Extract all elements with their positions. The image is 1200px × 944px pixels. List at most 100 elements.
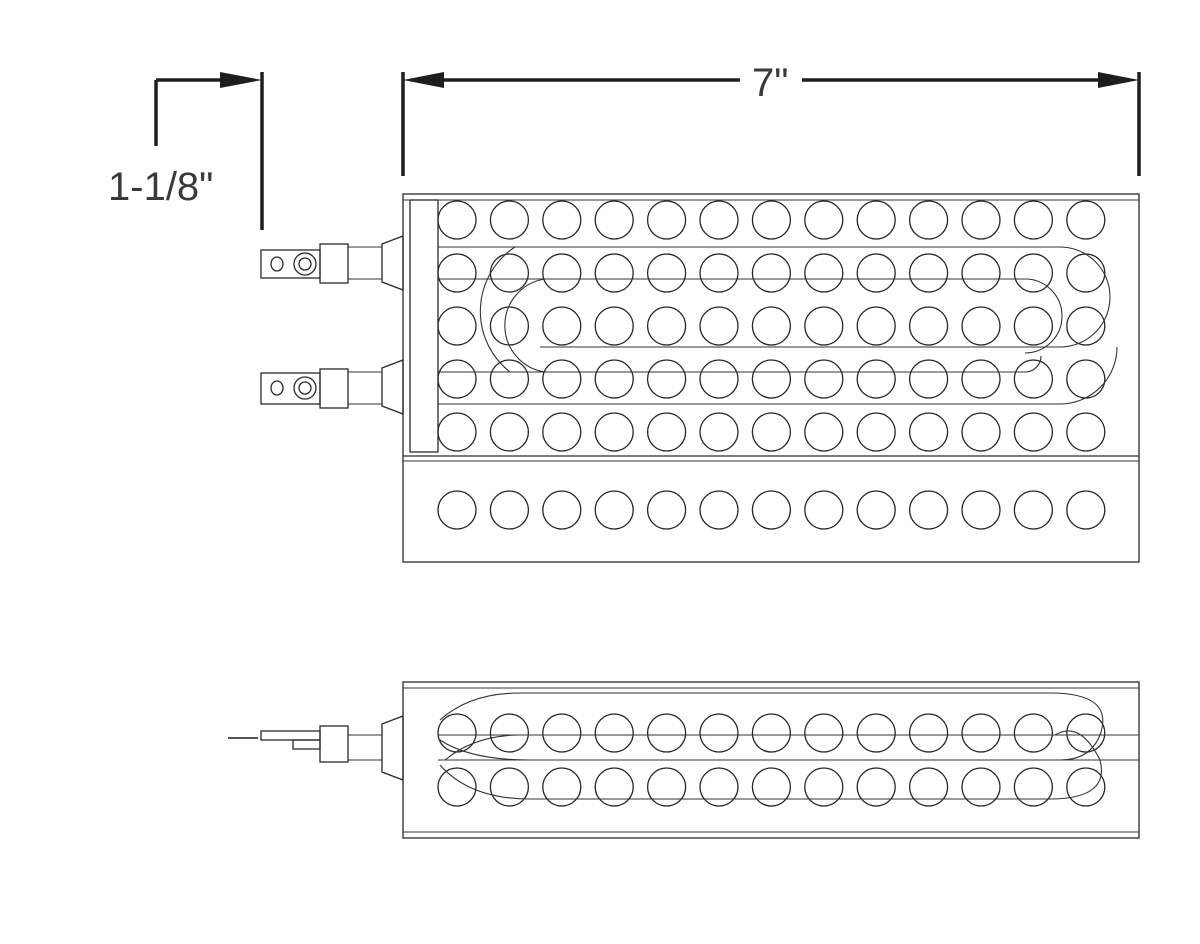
side-terminal-collar <box>319 725 349 763</box>
terminal-lower-lug <box>260 372 321 405</box>
vent-hole <box>751 412 792 452</box>
vent-hole <box>751 713 792 753</box>
vent-hole <box>437 306 477 346</box>
top-view-hole-grid <box>437 200 1106 452</box>
terminal-mounting-bracket <box>409 199 439 453</box>
vent-hole <box>489 767 530 807</box>
side-terminal-lug <box>260 730 321 741</box>
vent-hole <box>594 767 634 807</box>
vent-hole <box>1013 412 1054 452</box>
vent-hole <box>804 490 844 530</box>
vent-hole <box>489 359 530 399</box>
vent-hole <box>646 200 687 240</box>
terminal-upper-bushing <box>381 235 404 291</box>
vent-hole <box>437 713 477 753</box>
coil-inner-lower <box>438 355 1042 373</box>
vent-hole <box>437 412 477 452</box>
vent-hole <box>908 767 949 807</box>
vent-hole <box>856 713 896 753</box>
vent-hole <box>856 767 896 807</box>
vent-hole <box>1066 253 1106 293</box>
vent-hole <box>594 200 634 240</box>
vent-hole <box>1013 306 1054 346</box>
top-view <box>260 193 1140 563</box>
vent-hole <box>699 200 739 240</box>
vent-hole <box>961 713 1001 753</box>
depth-dimension: 1-1/8" <box>108 72 264 230</box>
vent-hole <box>699 306 739 346</box>
terminal-upper-nut-outer <box>293 252 317 276</box>
vent-hole <box>856 200 896 240</box>
length-arrowhead-left <box>403 72 444 88</box>
terminal-upper-nut-inner <box>298 257 312 271</box>
vent-hole <box>961 490 1001 530</box>
vent-hole <box>489 253 530 293</box>
vent-hole <box>908 200 949 240</box>
vent-hole <box>646 306 687 346</box>
vent-hole <box>699 253 739 293</box>
side-coil-upper-loop <box>439 692 1104 761</box>
vent-hole <box>908 412 949 452</box>
vent-hole <box>908 490 949 530</box>
vent-hole <box>437 767 477 807</box>
length-arrowhead-right <box>1098 72 1139 88</box>
coil-return-inner <box>504 278 546 373</box>
vent-hole <box>437 253 477 293</box>
vent-hole <box>542 359 582 399</box>
vent-hole <box>1013 767 1054 807</box>
vent-hole <box>699 490 739 530</box>
vent-hole <box>908 306 949 346</box>
vent-hole <box>961 253 1001 293</box>
vent-hole <box>751 200 792 240</box>
vent-hole <box>646 490 687 530</box>
vent-hole <box>594 306 634 346</box>
vent-hole <box>804 306 844 346</box>
depth-dimension-label: 1-1/8" <box>108 165 213 209</box>
vent-hole <box>961 306 1001 346</box>
vent-hole <box>856 412 896 452</box>
terminal-lower-screw-hole <box>270 380 284 396</box>
vent-hole <box>751 767 792 807</box>
vent-hole <box>542 713 582 753</box>
vent-hole <box>1066 490 1106 530</box>
vent-hole <box>542 490 582 530</box>
vent-hole <box>1013 490 1054 530</box>
vent-hole <box>699 412 739 452</box>
vent-hole <box>594 253 634 293</box>
side-view-hole-grid <box>437 713 1106 807</box>
vent-hole <box>751 306 792 346</box>
vent-hole <box>1066 200 1106 240</box>
vent-hole <box>437 359 477 399</box>
side-terminal-lug-tab <box>292 739 321 750</box>
vent-hole <box>646 713 687 753</box>
vent-hole <box>751 253 792 293</box>
terminal-upper-lug <box>260 249 321 279</box>
vent-hole <box>489 200 530 240</box>
vent-hole <box>1066 306 1106 346</box>
vent-hole <box>699 359 739 399</box>
vent-hole <box>961 412 1001 452</box>
vent-hole <box>751 490 792 530</box>
vent-hole <box>542 767 582 807</box>
vent-hole <box>489 490 530 530</box>
vent-hole <box>1013 253 1054 293</box>
vent-hole <box>804 713 844 753</box>
vent-hole <box>1013 359 1054 399</box>
side-coil-lower-loop <box>439 730 1102 800</box>
vent-hole <box>908 713 949 753</box>
vent-hole <box>437 200 477 240</box>
coil-outer-upper <box>438 246 1111 348</box>
vent-hole <box>856 490 896 530</box>
vent-hole <box>542 412 582 452</box>
vent-hole <box>646 767 687 807</box>
vent-hole <box>804 767 844 807</box>
vent-hole <box>1066 359 1106 399</box>
top-view-lower-hole-row <box>437 490 1106 530</box>
vent-hole <box>594 412 634 452</box>
vent-hole <box>646 359 687 399</box>
vent-hole <box>856 359 896 399</box>
terminal-lower-bushing <box>381 359 404 415</box>
vent-hole <box>594 359 634 399</box>
vent-hole <box>804 359 844 399</box>
coil-outer-lower <box>438 346 1118 405</box>
